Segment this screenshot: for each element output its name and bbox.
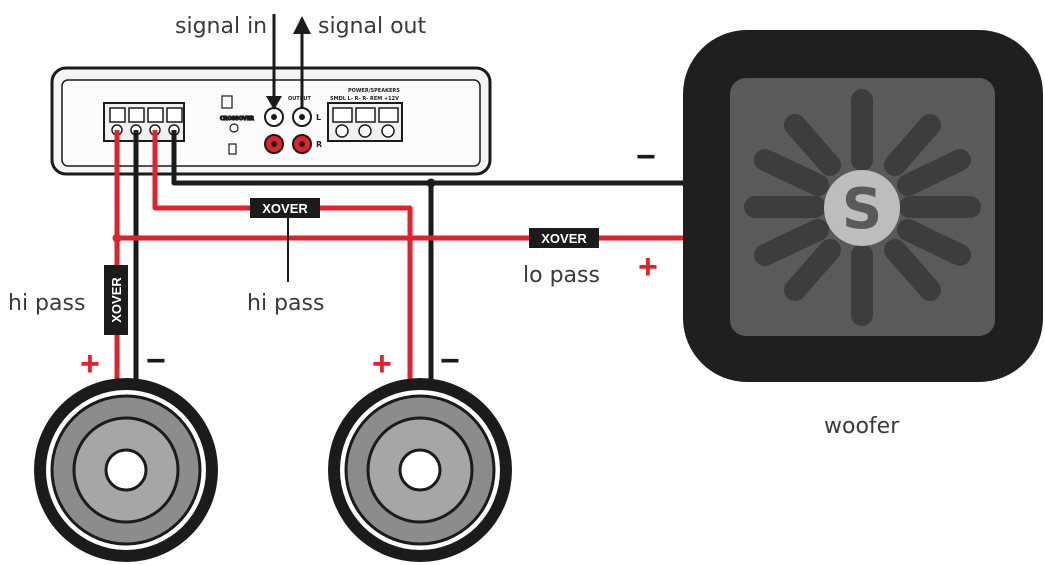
- hi-pass-mid-label: hi pass: [247, 291, 324, 316]
- channel-l-label: L: [316, 113, 321, 122]
- xover-mid: XOVER: [250, 198, 320, 218]
- plus-sign-woofer: +: [638, 248, 658, 286]
- amplifier: CROSSOVER OUTPUT L R POWER/SPEAKERS SMDL…: [50, 66, 492, 176]
- junction-dot-red: [112, 233, 122, 243]
- xover-lo-label: XOVER: [541, 231, 587, 246]
- black-wire-main: [171, 130, 683, 186]
- junction-dot-black: [426, 178, 436, 188]
- power-terminal-labels: SMDL L- R- R- REM +12V: [330, 96, 399, 102]
- control-switches: CROSSOVER: [219, 95, 255, 155]
- hi-pass-left-label: hi pass: [8, 291, 85, 316]
- power-terminal-screws: [332, 107, 399, 138]
- terminal-screws: [109, 107, 183, 136]
- minus-sign-left: −: [146, 342, 166, 380]
- speaker-mid: [328, 378, 512, 562]
- speaker-left: [34, 378, 218, 562]
- power-speakers-label: POWER/SPEAKERS: [348, 88, 400, 94]
- plus-sign-left: +: [80, 345, 100, 383]
- woofer: S: [683, 30, 1043, 382]
- signal-out-arrow: [293, 16, 311, 108]
- signal-in-label: signal in: [175, 14, 267, 39]
- plus-sign-mid: +: [372, 345, 392, 383]
- output-label: OUTPUT: [288, 96, 311, 102]
- svg-text:CROSSOVER: CROSSOVER: [220, 116, 254, 122]
- wires: [114, 130, 683, 390]
- woofer-logo-badge: [824, 170, 900, 246]
- minus-sign-woofer: −: [636, 138, 656, 176]
- signal-in-arrow: [266, 14, 282, 110]
- channel-r-label: R: [316, 140, 322, 149]
- xover-mid-label: XOVER: [262, 201, 308, 216]
- xover-vertical-label: XOVER: [109, 277, 124, 323]
- woofer-spokes: [744, 89, 981, 326]
- woofer-logo-letter: S: [842, 177, 882, 242]
- signal-out-label: signal out: [318, 14, 426, 39]
- rca-input-jacks: [264, 107, 312, 154]
- xover-lo: XOVER: [529, 228, 599, 248]
- polarity-marks: + − + − − +: [80, 138, 658, 383]
- xover-vertical: XOVER: [104, 265, 128, 335]
- minus-sign-mid: −: [440, 342, 460, 380]
- lo-pass-label: lo pass: [523, 263, 600, 288]
- woofer-label: woofer: [824, 414, 900, 439]
